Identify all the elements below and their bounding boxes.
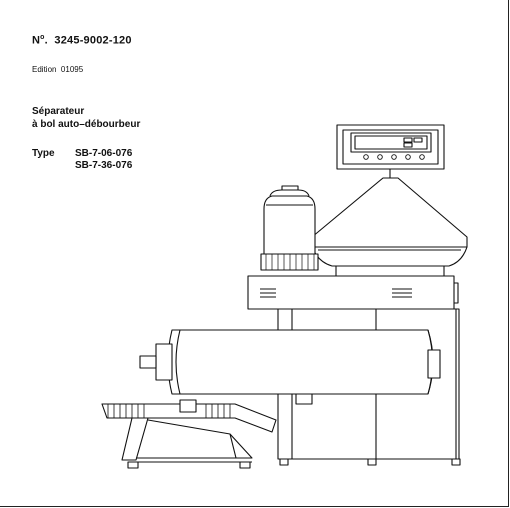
edition-label: Edition [32, 65, 57, 74]
number-prefix: N [32, 34, 41, 47]
number-superscript: o [40, 34, 45, 41]
document-number: No. 3245-9002-120 [32, 34, 132, 47]
title-line-2: à bol auto–débourbeur [32, 119, 141, 130]
type-label: Type [32, 148, 55, 159]
type-value-2: SB-7-36-076 [75, 160, 133, 171]
document-title: Séparateur à bol auto–débourbeur [32, 105, 140, 131]
drive-cylinder [139, 329, 441, 405]
type-block: Type SB-7-06-076 SB-7-36-076 [32, 148, 132, 172]
discharge-chute [101, 399, 277, 433]
upper-housing [247, 275, 459, 310]
edition-value: 01095 [60, 65, 84, 74]
edition-line: Edition 01095 [32, 65, 83, 74]
chute-stand [121, 417, 253, 469]
number-value: 3245-9002-120 [54, 34, 132, 47]
control-panel [336, 124, 445, 178]
feed-tank [260, 185, 319, 271]
type-value-1: SB-7-06-076 [75, 148, 133, 159]
number-separator: . [44, 34, 48, 47]
title-line-1: Séparateur [32, 106, 85, 117]
separator-hood [311, 177, 468, 285]
